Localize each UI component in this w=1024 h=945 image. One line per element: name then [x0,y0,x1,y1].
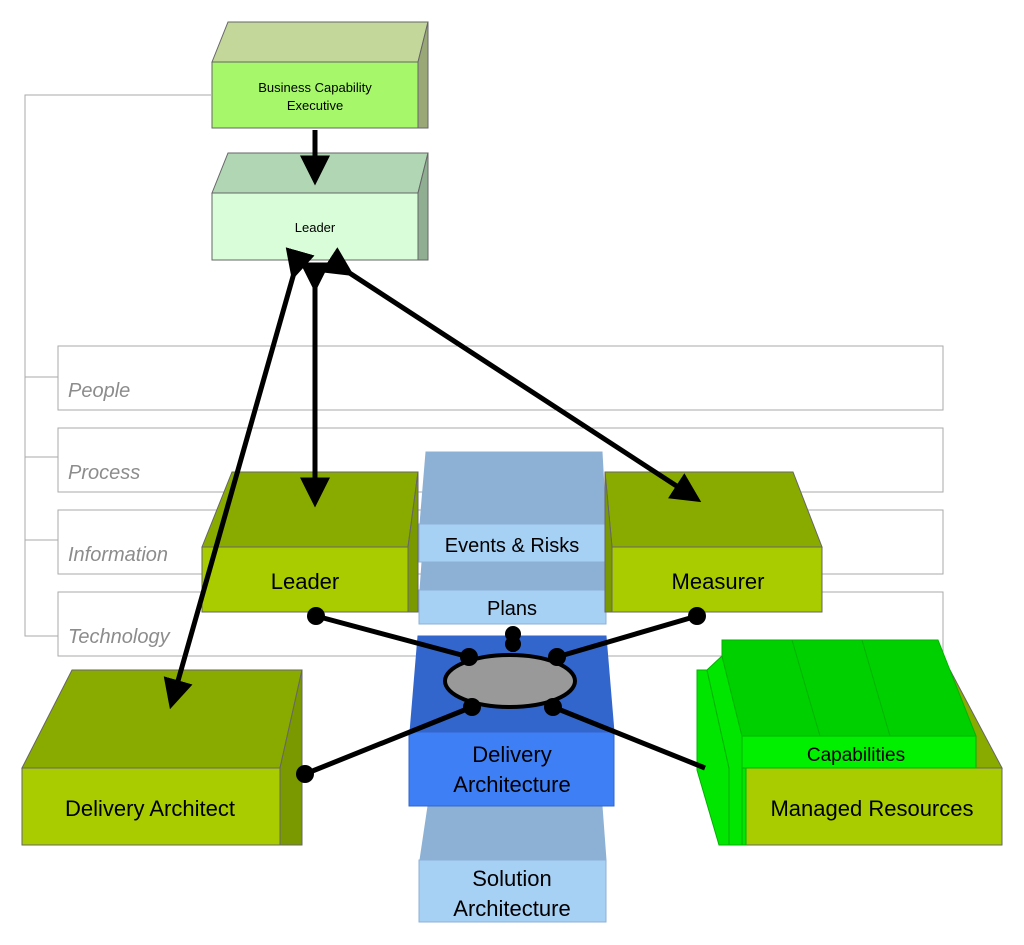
executive-label-line1: Business Capability [258,80,372,95]
solution-architecture-line2: Architecture [453,896,570,921]
managed-resources-label: Managed Resources [770,796,973,821]
capabilities-front [741,735,977,769]
leader-top-label: Leader [295,220,336,235]
arrow-leader-to-delivery-architect [163,247,315,710]
layer-label-process: Process [68,462,140,484]
delivery-architect-label: Delivery Architect [65,796,235,821]
layer-label-technology: Technology [68,626,171,648]
hub-ellipse [443,653,577,709]
executive-label-line2: Executive [287,98,343,113]
arrow-leader-to-measurer [320,247,702,503]
leader-top-box: Leader [211,152,429,261]
dot-measurer [688,607,706,625]
delivery-architect-box: Delivery Architect [21,669,303,846]
leader-label: Leader [271,569,340,594]
delivery-architecture-line1: Delivery [472,742,551,767]
plans-box: Plans [418,561,607,625]
measurer-front [611,546,823,613]
solution-architecture-box: Solution Architecture [418,805,607,923]
arrows [163,130,702,710]
measurer-box: Measurer [604,471,823,613]
dot-leader [307,607,325,625]
measurer-label: Measurer [672,569,765,594]
events-risks-label: Events & Risks [445,535,579,557]
layer-people: People [57,345,944,411]
capabilities-label: Capabilities [807,745,905,766]
dot-delivery-architect [296,765,314,783]
delivery-architecture-front [408,731,615,807]
delivery-architecture-line2: Architecture [453,772,570,797]
layer-label-people: People [68,380,130,402]
delivery-architect-front [21,767,281,846]
solution-architecture-line1: Solution [472,866,552,891]
dot-hub-top-2 [505,636,521,652]
executive-box: Business Capability Executive [211,21,429,129]
layer-label-information: Information [68,544,168,566]
plans-front [418,589,607,625]
leader-box: Leader [201,471,419,613]
executive-front [211,61,419,129]
managed-resources-front [744,767,1003,846]
solution-architecture-front [418,859,607,923]
dot-hub-left-top [460,648,478,666]
dot-hub-right-bottom [544,698,562,716]
capabilities-stack: Capabilities [696,639,977,846]
events-risks-box: Events & Risks [418,451,607,563]
plans-label: Plans [487,598,537,620]
dot-hub-right-top [548,648,566,666]
connector-dots [296,607,706,783]
dot-hub-left-bottom [463,698,481,716]
layer-bracket [24,94,211,637]
